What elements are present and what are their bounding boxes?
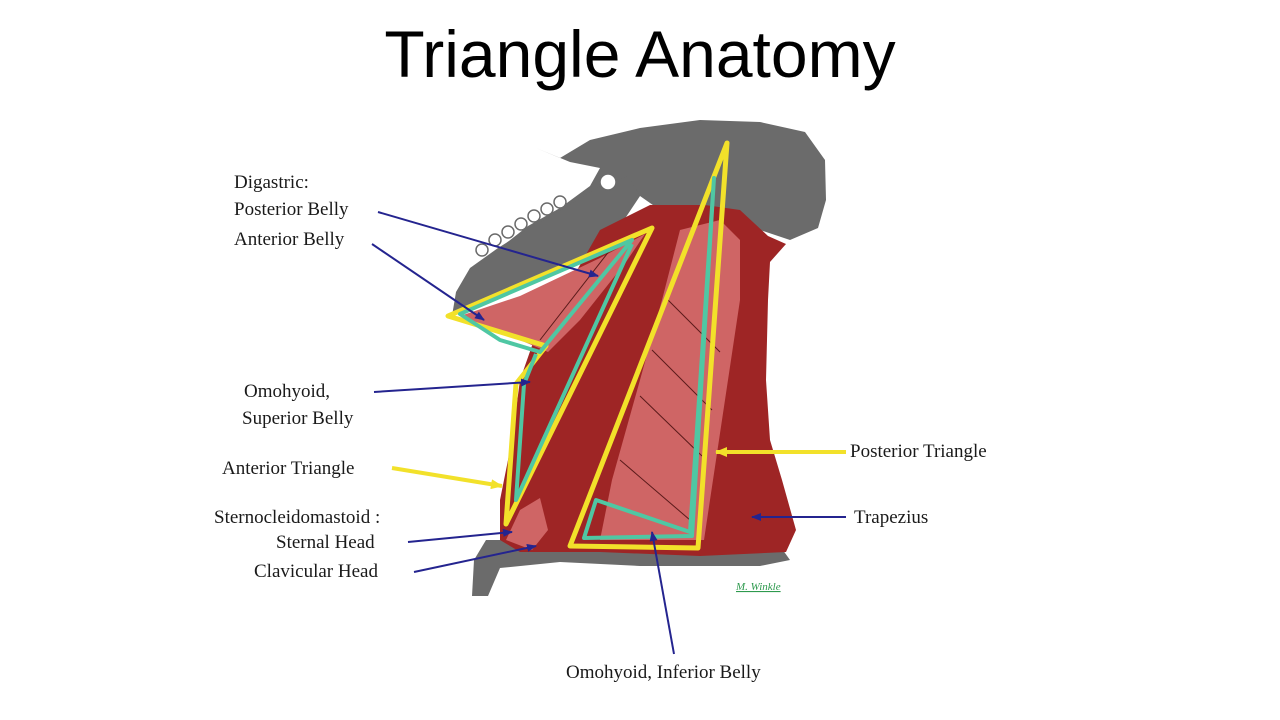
mandible xyxy=(452,176,640,316)
leader-posterior-belly xyxy=(377,211,599,278)
skull xyxy=(452,120,826,316)
label-clavicular-head: Clavicular Head xyxy=(254,561,378,582)
anterior-region xyxy=(460,234,645,352)
leader-clavicular-head xyxy=(413,543,537,573)
label-digastric: Digastric: xyxy=(234,172,309,193)
sternal-region xyxy=(506,498,548,550)
leader-sternal-head xyxy=(407,528,513,543)
leader-anterior-belly xyxy=(371,243,485,321)
label-superior-belly: Superior Belly xyxy=(242,408,354,429)
posterior-triangle-outline xyxy=(567,140,730,551)
label-omohyoid: Omohyoid, xyxy=(244,381,330,402)
label-sternal-head: Sternal Head xyxy=(276,532,375,553)
label-posterior-belly: Posterior Belly xyxy=(234,199,349,220)
anterior-triangle-outline xyxy=(445,225,655,527)
slide-title: Triangle Anatomy xyxy=(384,17,896,91)
label-omohyoid-inferior-belly: Omohyoid, Inferior Belly xyxy=(566,662,761,683)
omohyoid-superior-outline xyxy=(514,243,634,502)
label-sternocleidomastoid: Sternocleidomastoid : xyxy=(214,507,380,528)
label-trapezius: Trapezius xyxy=(854,507,928,528)
label-anterior-belly: Anterior Belly xyxy=(234,229,345,250)
artist-credit: M. Winkle xyxy=(735,581,781,593)
teeth xyxy=(475,173,617,257)
label-posterior-triangle: Posterior Triangle xyxy=(850,441,987,462)
label-anterior-triangle: Anterior Triangle xyxy=(222,458,354,479)
leader-anterior-triangle xyxy=(391,466,503,490)
leader-superior-belly xyxy=(373,378,531,393)
leader-inferior-belly xyxy=(649,531,675,655)
digastric-outline xyxy=(458,238,634,354)
omohyoid-inferior-outline xyxy=(582,176,716,540)
